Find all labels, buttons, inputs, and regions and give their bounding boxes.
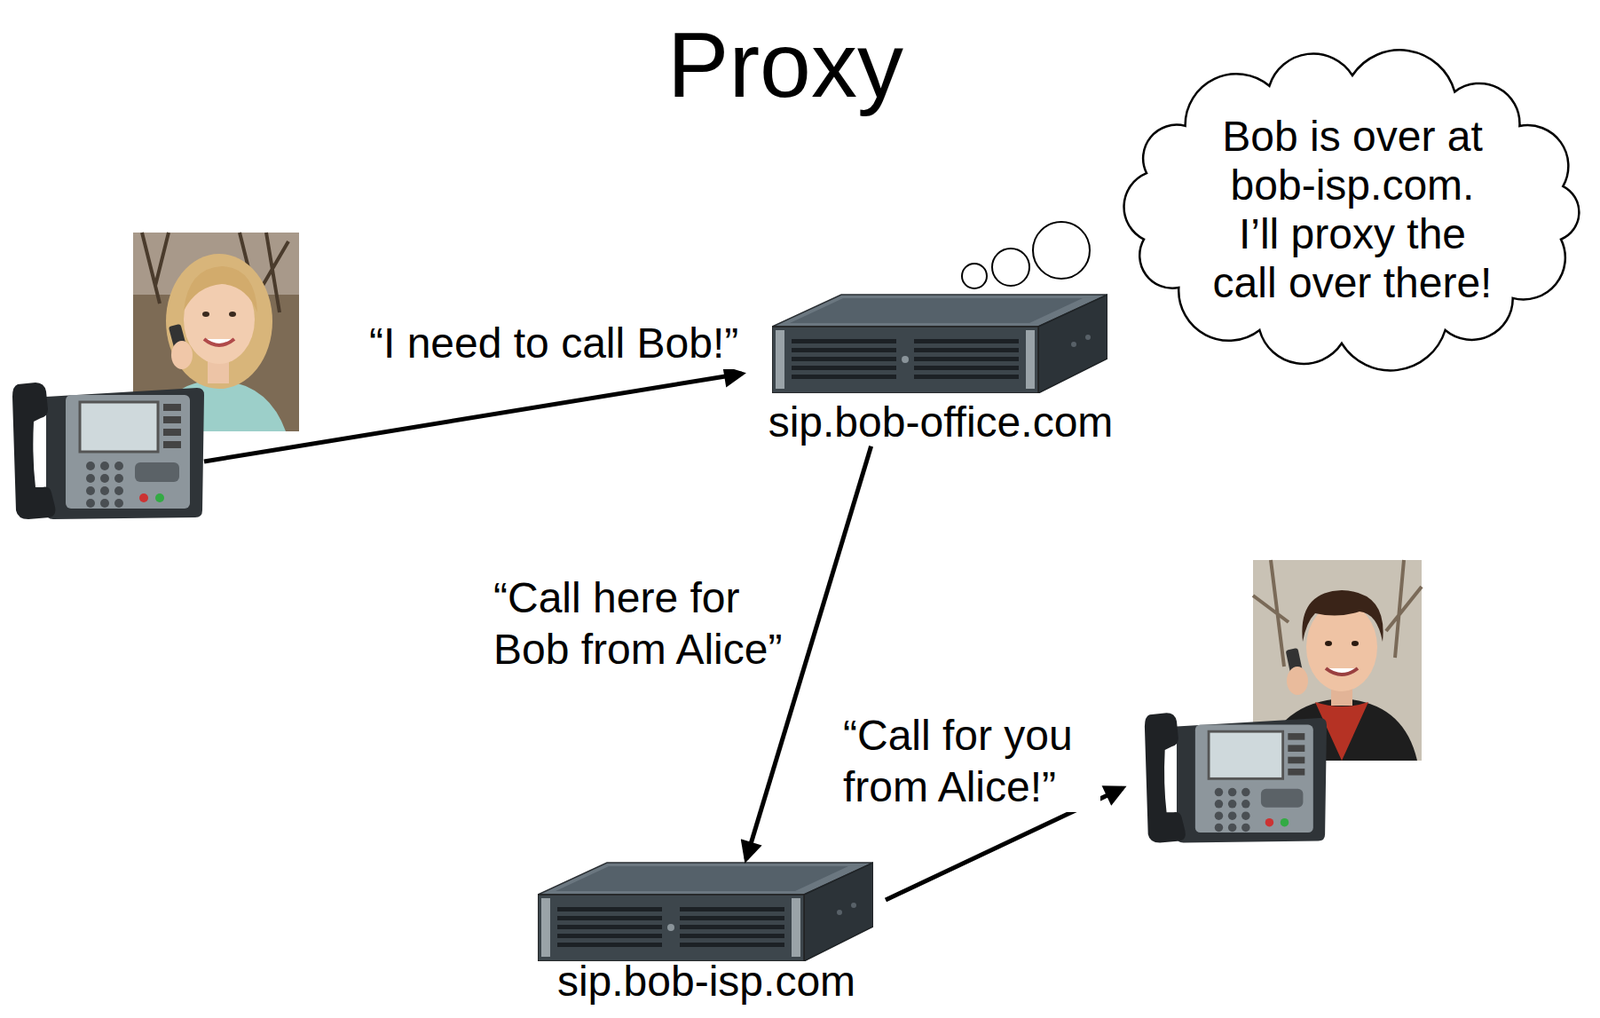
call-arrow [204, 373, 742, 462]
message-label: “I need to call Bob!” [369, 317, 760, 370]
edge-label: “Call here for Bob from Alice” [493, 572, 796, 675]
message-label: “Call for you from Alice!” [843, 709, 1101, 812]
thought-bubble [1032, 221, 1090, 279]
bob-phone [1144, 712, 1327, 843]
server-icon [537, 862, 874, 962]
cloud-shape [1124, 49, 1580, 371]
cloud-text: Bob is over at bob-isp.com. I’ll proxy t… [1208, 111, 1498, 308]
server-label: sip.bob-office.com [761, 399, 1120, 447]
thought-cloud: Bob is over at bob-isp.com. I’ll proxy t… [1109, 46, 1596, 373]
server-node: sip.bob-office.com [761, 291, 1120, 447]
thought-bubble [992, 248, 1030, 286]
diagram-title: Proxy [563, 12, 1008, 119]
server-node: sip.bob-isp.com [527, 859, 886, 1006]
thought-bubble [961, 263, 987, 289]
server-icon [772, 294, 1108, 394]
server-label: sip.bob-isp.com [527, 958, 886, 1006]
cloud-outline [1109, 46, 1596, 373]
alice-phone [12, 382, 205, 520]
